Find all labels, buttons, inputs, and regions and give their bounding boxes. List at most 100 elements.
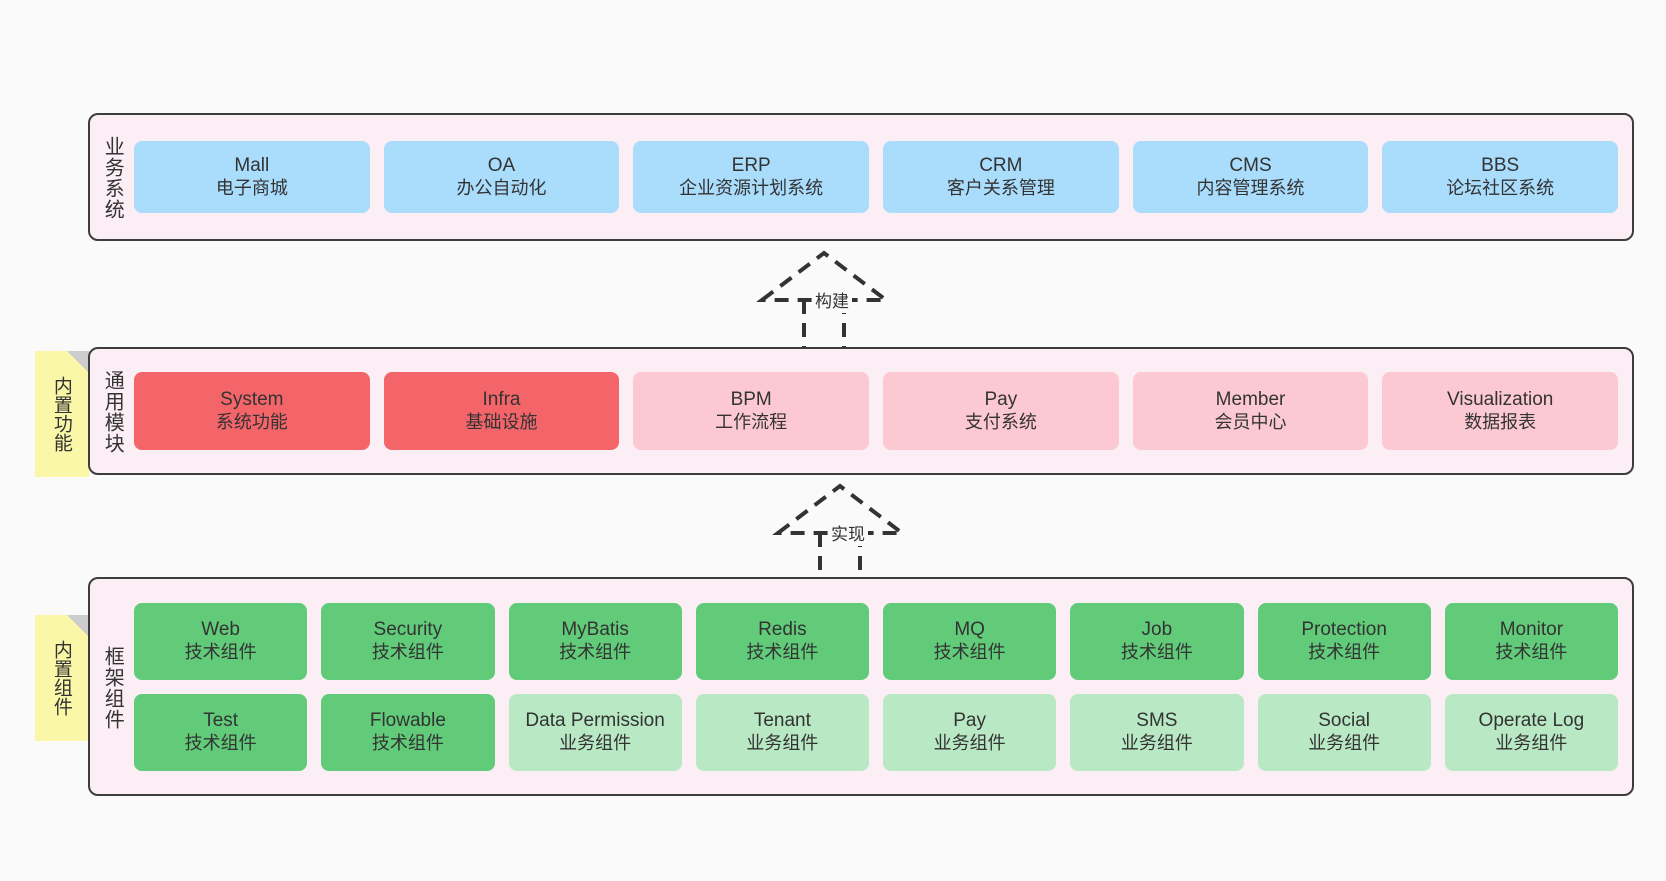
card-redis[interactable]: Redis 技术组件 bbox=[695, 602, 869, 680]
card-title-en: System bbox=[220, 389, 284, 411]
layer-framework-components: 框架组件 Web 技术组件 Security 技术组件 MyBatis 技术组件… bbox=[88, 577, 1634, 796]
card-title-en: Social bbox=[1318, 710, 1370, 732]
layer-body-business: Mall 电子商城 OA 办公自动化 ERP 企业资源计划系统 CRM 客户关系… bbox=[134, 115, 1632, 239]
note-fold-corner-icon bbox=[67, 615, 89, 637]
card-operate-log[interactable]: Operate Log 业务组件 bbox=[1444, 693, 1618, 771]
card-title-en: Visualization bbox=[1447, 389, 1554, 411]
card-title-cn: 基础设施 bbox=[465, 411, 538, 432]
card-title-cn: 技术组件 bbox=[371, 732, 444, 753]
card-title-cn: 工作流程 bbox=[715, 411, 788, 432]
card-title-en: BBS bbox=[1481, 155, 1520, 177]
card-security[interactable]: Security 技术组件 bbox=[321, 602, 495, 680]
card-member[interactable]: Member 会员中心 bbox=[1132, 372, 1369, 450]
card-row: Web 技术组件 Security 技术组件 MyBatis 技术组件 Redi… bbox=[134, 602, 1618, 680]
card-title-cn: 技术组件 bbox=[1120, 641, 1193, 662]
card-title-en: CRM bbox=[979, 155, 1023, 177]
note-builtin-component: 内置组件 bbox=[35, 615, 89, 741]
card-visualization[interactable]: Visualization 数据报表 bbox=[1382, 372, 1619, 450]
layer-body-framework: Web 技术组件 Security 技术组件 MyBatis 技术组件 Redi… bbox=[134, 579, 1632, 794]
card-title-en: Member bbox=[1215, 389, 1286, 411]
card-sms[interactable]: SMS 业务组件 bbox=[1070, 693, 1244, 771]
card-job[interactable]: Job 技术组件 bbox=[1070, 602, 1244, 680]
card-erp[interactable]: ERP 企业资源计划系统 bbox=[633, 141, 870, 213]
card-title-cn: 技术组件 bbox=[933, 641, 1006, 662]
card-test[interactable]: Test 技术组件 bbox=[134, 693, 308, 771]
card-crm[interactable]: CRM 客户关系管理 bbox=[883, 141, 1119, 213]
card-web[interactable]: Web 技术组件 bbox=[134, 602, 308, 680]
card-title-cn: 技术组件 bbox=[746, 641, 819, 662]
card-title-cn: 论坛社区系统 bbox=[1446, 177, 1555, 198]
layer-body-common: System 系统功能 Infra 基础设施 BPM 工作流程 Pay 支付系统… bbox=[134, 349, 1632, 473]
card-mall[interactable]: Mall 电子商城 bbox=[134, 141, 370, 213]
card-system[interactable]: System 系统功能 bbox=[134, 372, 370, 450]
card-title-en: Monitor bbox=[1499, 619, 1564, 641]
note-fold-corner-icon bbox=[67, 351, 89, 373]
card-title-cn: 企业资源计划系统 bbox=[679, 177, 824, 198]
card-title-cn: 电子商城 bbox=[215, 177, 288, 198]
connector-label-realize: 实现 bbox=[828, 519, 868, 546]
card-title-cn: 技术组件 bbox=[1495, 641, 1568, 662]
card-bpm[interactable]: BPM 工作流程 bbox=[633, 372, 870, 450]
card-row: System 系统功能 Infra 基础设施 BPM 工作流程 Pay 支付系统… bbox=[134, 372, 1619, 450]
card-title-cn: 系统功能 bbox=[215, 411, 288, 432]
card-data-permission[interactable]: Data Permission 业务组件 bbox=[508, 693, 682, 771]
card-flowable[interactable]: Flowable 技术组件 bbox=[321, 693, 495, 771]
card-title-en: Operate Log bbox=[1478, 710, 1585, 732]
card-title-en: Redis bbox=[758, 619, 807, 641]
card-title-en: Pay bbox=[953, 710, 986, 732]
card-monitor[interactable]: Monitor 技术组件 bbox=[1444, 602, 1618, 680]
connector-label-build: 构建 bbox=[812, 286, 852, 313]
card-oa[interactable]: OA 办公自动化 bbox=[383, 141, 620, 213]
card-title-en: Mall bbox=[234, 155, 270, 177]
card-title-cn: 技术组件 bbox=[559, 641, 632, 662]
card-mybatis[interactable]: MyBatis 技术组件 bbox=[508, 602, 682, 680]
card-title-cn: 客户关系管理 bbox=[946, 177, 1055, 198]
card-pay[interactable]: Pay 支付系统 bbox=[883, 372, 1119, 450]
card-title-en: Security bbox=[373, 619, 443, 641]
card-pay-component[interactable]: Pay 业务组件 bbox=[883, 693, 1057, 771]
card-title-cn: 内容管理系统 bbox=[1196, 177, 1305, 198]
card-title-cn: 技术组件 bbox=[1308, 641, 1381, 662]
layer-common-modules: 通用模块 System 系统功能 Infra 基础设施 BPM 工作流程 Pay… bbox=[88, 347, 1634, 475]
card-title-en: SMS bbox=[1136, 710, 1178, 732]
note-text: 内置功能 bbox=[50, 376, 72, 452]
card-title-cn: 办公自动化 bbox=[456, 177, 547, 198]
card-title-en: CMS bbox=[1229, 155, 1272, 177]
card-title-en: Data Permission bbox=[525, 710, 665, 732]
card-title-en: ERP bbox=[731, 155, 771, 177]
card-title-en: BPM bbox=[730, 389, 772, 411]
card-title-en: Tenant bbox=[753, 710, 811, 732]
card-infra[interactable]: Infra 基础设施 bbox=[383, 372, 620, 450]
card-protection[interactable]: Protection 技术组件 bbox=[1257, 602, 1431, 680]
card-social[interactable]: Social 业务组件 bbox=[1257, 693, 1431, 771]
card-title-cn: 业务组件 bbox=[559, 732, 632, 753]
card-title-en: OA bbox=[487, 155, 516, 177]
card-cms[interactable]: CMS 内容管理系统 bbox=[1132, 141, 1369, 213]
card-bbs[interactable]: BBS 论坛社区系统 bbox=[1382, 141, 1619, 213]
layer-title-business: 业务系统 bbox=[101, 136, 124, 220]
card-title-cn: 支付系统 bbox=[964, 411, 1037, 432]
layer-title-common: 通用模块 bbox=[101, 370, 124, 454]
layer-title-framework: 框架组件 bbox=[101, 645, 124, 730]
card-title-cn: 业务组件 bbox=[1495, 732, 1568, 753]
card-title-cn: 业务组件 bbox=[746, 732, 819, 753]
layer-business-systems: 业务系统 Mall 电子商城 OA 办公自动化 ERP 企业资源计划系统 CRM… bbox=[88, 113, 1634, 241]
generalization-arrow-icon bbox=[772, 483, 908, 588]
card-title-cn: 数据报表 bbox=[1464, 411, 1537, 432]
card-title-en: MQ bbox=[954, 619, 985, 641]
card-title-en: Protection bbox=[1301, 619, 1387, 641]
card-mq[interactable]: MQ 技术组件 bbox=[883, 602, 1057, 680]
card-title-cn: 技术组件 bbox=[184, 641, 257, 662]
card-tenant[interactable]: Tenant 业务组件 bbox=[695, 693, 869, 771]
card-row: Test 技术组件 Flowable 技术组件 Data Permission … bbox=[134, 693, 1618, 771]
connector-build: 构建 bbox=[752, 250, 952, 355]
note-text: 内置组件 bbox=[50, 640, 72, 716]
card-title-cn: 技术组件 bbox=[184, 732, 257, 753]
card-title-en: Infra bbox=[482, 389, 521, 411]
card-title-en: Pay bbox=[984, 389, 1018, 411]
card-title-en: Test bbox=[203, 710, 239, 732]
generalization-arrow-icon bbox=[756, 250, 892, 355]
card-title-en: MyBatis bbox=[561, 619, 629, 641]
card-title-cn: 技术组件 bbox=[371, 641, 444, 662]
